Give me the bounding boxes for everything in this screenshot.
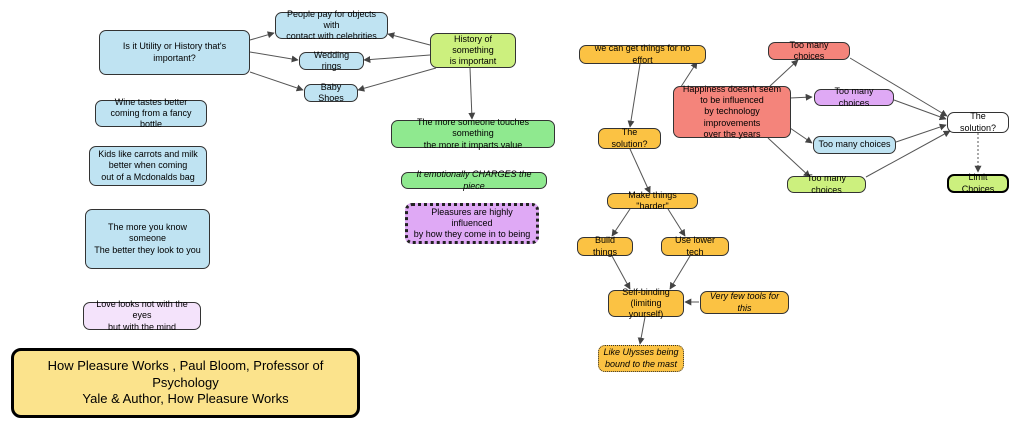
edge-history-to-touches xyxy=(468,67,476,120)
node-make-harder[interactable]: Make things "harder" xyxy=(607,190,698,211)
node-solution-right[interactable]: The solution? xyxy=(947,111,1009,133)
node-few-tools[interactable]: Very few tools for this xyxy=(700,291,789,314)
edge-choices4-to-solution xyxy=(865,130,951,178)
edge-solution-to-harder xyxy=(629,148,651,194)
edge-build-to-selfbinding xyxy=(611,255,631,290)
node-wine[interactable]: Wine tastes better coming from a fancy b… xyxy=(95,97,207,129)
node-no-effort[interactable]: we can get things for no effort xyxy=(579,43,706,65)
edge-utility-to-babyshoes xyxy=(249,71,304,92)
node-utility-or-history[interactable]: Is it Utility or History that's importan… xyxy=(99,30,250,75)
edge-happiness-to-choices4 xyxy=(767,137,811,178)
node-pleasures[interactable]: Pleasures are highly influenced by how t… xyxy=(405,203,539,244)
edge-choices1-to-solution xyxy=(849,57,948,117)
node-too-many-choices-1[interactable]: Too many choices xyxy=(768,40,850,61)
node-too-many-choices-3[interactable]: Too many choices xyxy=(813,136,896,154)
edge-noeffort-to-solution xyxy=(627,63,641,128)
node-too-many-choices-4[interactable]: Too many choices xyxy=(787,173,866,195)
edge-happiness-to-choices3 xyxy=(789,127,813,144)
edge-happiness-to-choices2 xyxy=(789,93,813,101)
edge-utility-to-wedding xyxy=(249,51,299,63)
edge-choices2-to-solution xyxy=(893,99,947,121)
node-love-looks[interactable]: Love looks not with the eyes but with th… xyxy=(83,299,201,332)
node-people-pay[interactable]: People pay for objects with contact with… xyxy=(275,9,388,41)
node-self-binding[interactable]: Self-binding (limiting yourself) xyxy=(608,287,684,319)
node-build-things[interactable]: Build things xyxy=(577,235,633,257)
edge-happiness-to-choices1 xyxy=(769,59,799,87)
node-wedding-rings[interactable]: Wedding rings xyxy=(299,50,364,71)
edge-harder-to-build xyxy=(611,208,631,237)
title-box: How Pleasure Works , Paul Bloom, Profess… xyxy=(11,348,360,418)
edge-lowertech-to-selfbinding xyxy=(669,255,691,290)
edge-harder-to-lowertech xyxy=(667,208,686,237)
node-too-many-choices-2[interactable]: Too many choices xyxy=(814,86,894,108)
node-lower-tech[interactable]: Use lower tech xyxy=(661,235,729,257)
edge-selfbinding-to-ulysses xyxy=(637,316,646,345)
edge-history-to-babyshoes xyxy=(357,67,437,92)
node-solution-middle[interactable]: The solution? xyxy=(598,127,661,149)
node-baby-shoes[interactable]: Baby Shoes xyxy=(304,82,358,103)
edge-history-to-people-pay xyxy=(387,32,431,46)
node-limit-choices[interactable]: Limit Choices xyxy=(947,172,1009,194)
node-happiness[interactable]: Happiness doesn't seem to be influenced … xyxy=(673,84,791,139)
node-touches[interactable]: The more someone touches something the m… xyxy=(391,117,555,150)
edge-choices3-to-solution xyxy=(895,123,947,143)
node-history-important[interactable]: History of something is important xyxy=(430,33,516,68)
edge-utility-to-people-pay xyxy=(249,31,275,41)
node-ulysses[interactable]: Like Ulysses being bound to the mast xyxy=(598,345,684,372)
node-kids[interactable]: Kids like carrots and milk better when c… xyxy=(89,146,207,186)
node-charges[interactable]: It emotionally CHARGES the piece xyxy=(401,169,547,191)
edge-history-to-wedding xyxy=(363,54,431,64)
node-know-someone[interactable]: The more you know someone The better the… xyxy=(85,209,210,269)
